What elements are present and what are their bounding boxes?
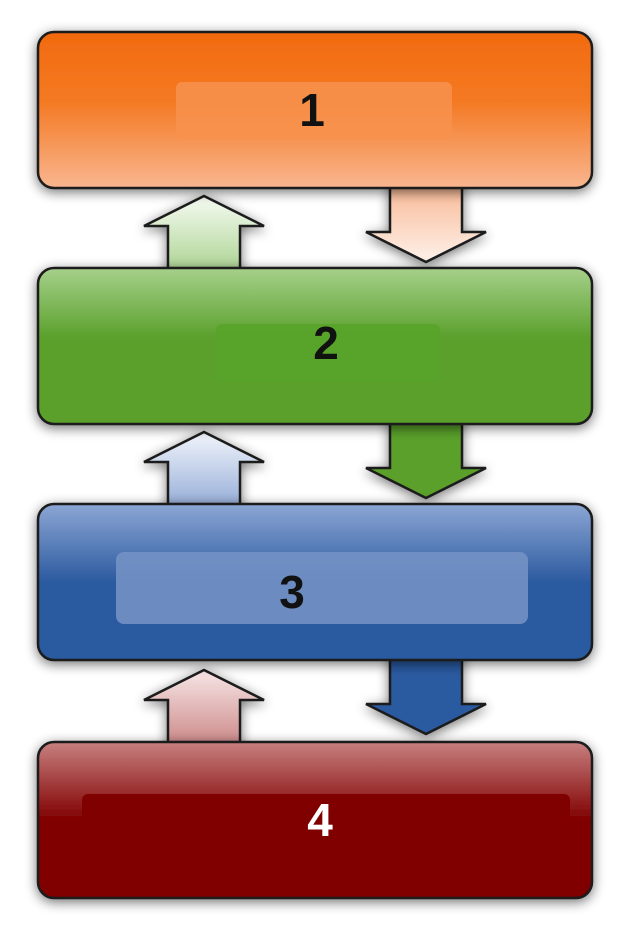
- step-3-label: 3: [279, 566, 305, 618]
- step-4-label: 4: [307, 794, 333, 846]
- step-1-label: 1: [299, 84, 325, 136]
- step-2-highlight: [216, 324, 440, 382]
- down-arrow-1-to-2: [365, 178, 487, 264]
- up-arrow-3-to-2: [143, 430, 265, 516]
- up-arrow-4-to-3: [143, 668, 265, 754]
- step-3-highlight: [116, 552, 528, 624]
- up-arrow-2-to-1: [143, 194, 265, 280]
- down-arrow-2-to-3: [365, 414, 487, 500]
- step-2-label: 2: [313, 317, 339, 369]
- step-1-highlight: [176, 82, 452, 140]
- down-arrow-3-to-4: [365, 650, 487, 736]
- step-4-highlight: [82, 794, 570, 854]
